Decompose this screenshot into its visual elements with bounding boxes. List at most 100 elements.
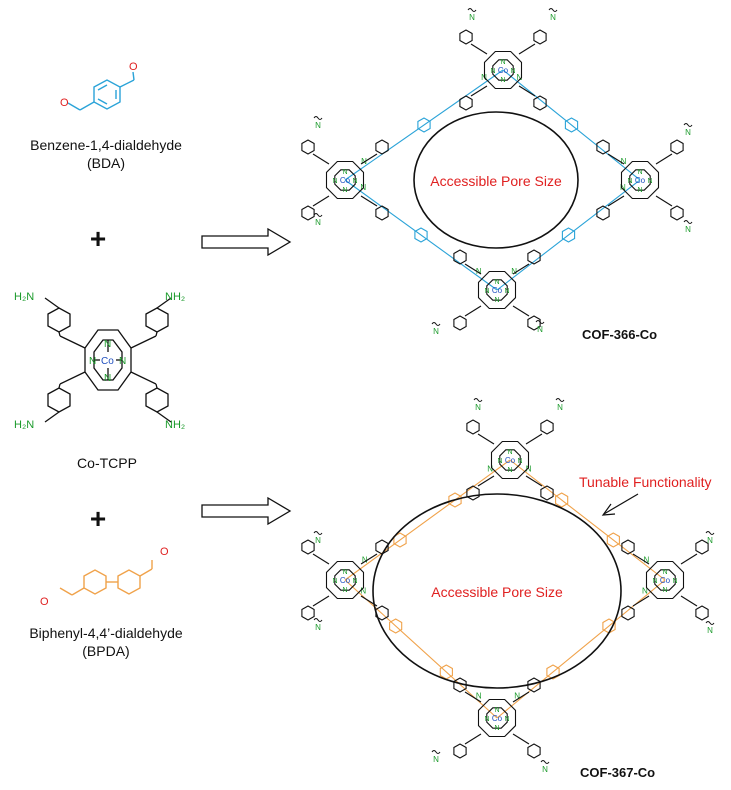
porphyrin-inner-ring (499, 449, 521, 471)
aryl-bond (360, 553, 378, 565)
aryl-ring (621, 539, 635, 555)
tcpp-amine-bottom-left: H₂N (14, 419, 34, 431)
aryl-bond (632, 595, 650, 607)
aryl-bond (512, 691, 530, 703)
imine-nitrogen-label: N (517, 73, 523, 82)
wavy-bond (431, 750, 441, 754)
nitrogen-atom-label: N (494, 725, 499, 732)
terminal-nitrogen-label: N (315, 218, 321, 227)
pore-ellipse-bottom (372, 493, 622, 689)
aryl-ring (533, 95, 547, 111)
porphyrin-outer-ring (325, 560, 365, 600)
terminal-nitrogen-label: N (315, 121, 321, 130)
aryl-bond (312, 153, 330, 165)
imine-nitrogen-label: N (476, 691, 482, 700)
terminal-nitrogen-label: N (550, 13, 556, 22)
plus-sign-top: + (90, 223, 106, 254)
tcpp-n-top: N (104, 339, 111, 350)
linker-ring (606, 532, 620, 548)
terminal-nitrogen-label: N (685, 128, 691, 137)
imine-linker: NN (502, 69, 641, 181)
nitrogen-atom-label: N (637, 169, 642, 176)
aryl-bond (680, 553, 698, 565)
aryl-bond (518, 43, 536, 55)
aryl-ring (375, 139, 389, 155)
porphyrin-outer-ring (477, 698, 517, 738)
linker-bond (509, 459, 666, 581)
tcpp-n-right: N (119, 356, 126, 367)
cobalt-atom-label: Co (340, 576, 351, 585)
imine-nitrogen-label: N (362, 556, 368, 565)
imine-linker: NN (344, 579, 498, 719)
porphyrin-outer-ring (325, 160, 365, 200)
porphyrin-outer-ring (483, 50, 523, 90)
aryl-bond (525, 433, 543, 445)
linker-ring (546, 664, 560, 680)
bpda-oxygen-right: O (160, 546, 169, 558)
terminal-nitrogen-label: N (475, 403, 481, 412)
pore-label-top: Accessible Pore Size (430, 173, 562, 189)
porphyrin-inner-ring (334, 569, 356, 591)
terminal-nitrogen-label: N (542, 765, 548, 774)
nitrogen-atom-label: N (342, 169, 347, 176)
aryl-bond (518, 85, 536, 97)
linker-ring (417, 117, 431, 133)
terminal-imine-group: N (313, 618, 323, 632)
aryl-bond (464, 305, 482, 317)
linker-bond (496, 179, 641, 291)
aryl-ring (596, 139, 610, 155)
terminal-nitrogen-label: N (537, 325, 543, 334)
terminal-imine-group: N (535, 320, 545, 334)
terminal-nitrogen-label: N (685, 225, 691, 234)
terminal-imine-group: N (473, 398, 483, 412)
imine-nitrogen-label: N (511, 267, 517, 276)
aryl-bond (312, 195, 330, 207)
aryl-bond (655, 153, 673, 165)
functionality-pointer-arrow (601, 493, 639, 516)
wavy-bond (313, 213, 323, 217)
porphyrin-outer-ring (490, 440, 530, 480)
aryl-bond (477, 433, 495, 445)
imine-nitrogen-label: N (642, 587, 648, 596)
aryl-bond (312, 553, 330, 565)
nitrogen-atom-label: N (500, 59, 505, 66)
wavy-bond (473, 398, 483, 402)
aryl-bond (607, 195, 625, 207)
wavy-bond (313, 618, 323, 622)
bpda-abbreviation: (BPDA) (82, 643, 129, 659)
cobalt-atom-label: Co (505, 456, 516, 465)
cobalt-atom-label: Co (340, 176, 351, 185)
imine-nitrogen-label: N (620, 183, 626, 192)
wavy-bond (535, 320, 545, 324)
porphyrin-inner-ring (334, 169, 356, 191)
aryl-ring (301, 539, 315, 555)
linker-ring (389, 618, 403, 634)
linker-ring (564, 117, 579, 133)
nitrogen-atom-label: N (342, 187, 347, 194)
aryl-ring (621, 605, 635, 621)
nitrogen-atom-label: N (490, 68, 495, 75)
nitrogen-atom-label: N (637, 187, 642, 194)
nitrogen-atom-label: N (510, 68, 515, 75)
terminal-imine-group: N (555, 398, 565, 412)
terminal-nitrogen-label: N (469, 13, 475, 22)
terminal-imine-group: N (431, 750, 441, 764)
imine-nitrogen-label: N (361, 157, 367, 166)
aryl-bond (464, 263, 482, 275)
terminal-imine-group: N (540, 760, 550, 774)
nitrogen-atom-label: N (342, 587, 347, 594)
imine-nitrogen-label: N (621, 157, 627, 166)
nitrogen-atom-label: N (494, 279, 499, 286)
porphyrin-outer-ring (477, 270, 517, 310)
cobalt-atom-label: Co (492, 714, 503, 723)
aryl-bond (680, 595, 698, 607)
aryl-bond (464, 733, 482, 745)
aryl-ring (670, 139, 684, 155)
terminal-imine-group: N (683, 123, 693, 137)
imine-linker: NN (509, 459, 666, 581)
